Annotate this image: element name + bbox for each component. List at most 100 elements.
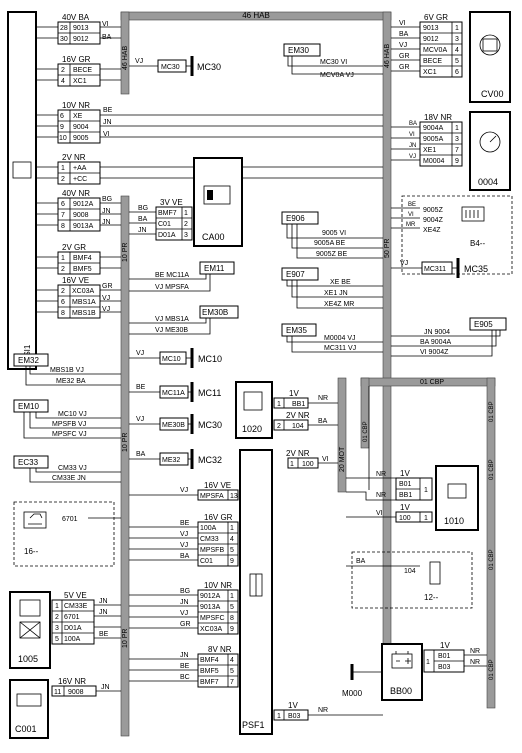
svg-text:4: 4 xyxy=(230,657,234,664)
switch-icon xyxy=(19,599,41,617)
mc30-top-group: VJ MC30 MC30 xyxy=(129,56,221,76)
r1020-label: 1020 xyxy=(242,424,262,434)
svg-text:MBS1A: MBS1A xyxy=(72,299,96,306)
c001-box xyxy=(9,679,49,739)
svg-text:1: 1 xyxy=(277,401,281,408)
bb00-label: BB00 xyxy=(390,686,412,696)
svg-text:VJ: VJ xyxy=(180,610,188,617)
svg-text:+AA: +AA xyxy=(73,165,87,172)
svg-text:4: 4 xyxy=(230,536,234,543)
svg-text:100: 100 xyxy=(399,515,411,522)
svg-text:10: 10 xyxy=(59,135,67,142)
svg-text:10V NR: 10V NR xyxy=(62,101,90,110)
cv00-label: CV00 xyxy=(481,89,504,99)
svg-text:VI 9004Z: VI 9004Z xyxy=(420,349,449,356)
svg-text:XC03A: XC03A xyxy=(200,626,223,633)
svg-text:2: 2 xyxy=(61,266,65,273)
svg-text:VJ: VJ xyxy=(180,531,188,538)
svg-text:1: 1 xyxy=(424,487,428,494)
c0004-group: 18V NR 9004A 9005A XE1 M0004 1 3 7 9 BA … xyxy=(391,111,511,191)
bsi-connector-7: 16V VE 2 6 8 XC03A MBS1A MBS1B GR VJ VJ xyxy=(36,276,121,319)
svg-text:NR: NR xyxy=(376,492,386,499)
svg-text:8V NR: 8V NR xyxy=(208,645,232,654)
svg-text:16V VE: 16V VE xyxy=(62,276,89,285)
svg-text:16V VE: 16V VE xyxy=(204,481,231,490)
svg-text:NR: NR xyxy=(470,648,480,655)
ec33-group: EC33 CM33 VJ CM33E JN xyxy=(13,455,121,483)
svg-text:9013: 9013 xyxy=(423,25,439,32)
svg-text:8: 8 xyxy=(61,223,65,230)
svg-text:GR: GR xyxy=(399,64,410,71)
bus-top-label: 46 HAB xyxy=(242,11,270,20)
em35-label: EM35 xyxy=(286,326,307,335)
svg-text:2: 2 xyxy=(61,67,65,74)
bus-mid-left-label: 10 PR xyxy=(122,243,129,262)
svg-text:2V NR: 2V NR xyxy=(62,153,86,162)
e905-group: E905 JN 9004 BA 9004A VI 9004Z xyxy=(391,317,507,357)
em32-label: EM32 xyxy=(18,356,39,365)
svg-text:BECE: BECE xyxy=(73,67,92,74)
svg-text:JN: JN xyxy=(102,219,111,226)
svg-text:MPSFC VJ: MPSFC VJ xyxy=(52,431,87,438)
svg-text:BA: BA xyxy=(318,418,328,425)
mot-group: 2V NR 1 100 VI xyxy=(286,449,338,469)
svg-text:2: 2 xyxy=(184,221,188,228)
connector-icon xyxy=(479,34,501,56)
svg-text:VI: VI xyxy=(322,456,329,463)
svg-text:CM33E: CM33E xyxy=(64,603,88,610)
svg-text:VJ: VJ xyxy=(135,58,143,65)
svg-text:XE4Z MR: XE4Z MR xyxy=(324,301,354,308)
svg-text:VI: VI xyxy=(376,510,383,517)
svg-text:XC1: XC1 xyxy=(423,69,437,76)
svg-text:BB1: BB1 xyxy=(292,401,305,408)
svg-text:MC11A: MC11A xyxy=(162,390,185,397)
bsi-connector-3: 10V NR 6 9 10 XE 9004 9005 BE JN VI xyxy=(36,101,383,144)
svg-text:VJ: VJ xyxy=(180,487,188,494)
svg-text:GR: GR xyxy=(399,53,410,60)
svg-text:JN: JN xyxy=(101,684,110,691)
c1005-group: 1005 5V VE 1 2 3 5 CM33E 6701 D01A 100A … xyxy=(9,591,121,669)
svg-text:BA: BA xyxy=(136,451,146,458)
svg-text:BE: BE xyxy=(99,631,109,638)
svg-text:1V: 1V xyxy=(440,641,450,650)
battery-icon xyxy=(391,653,413,669)
svg-text:BE: BE xyxy=(180,663,190,670)
bus-cbp-right xyxy=(486,377,496,709)
svg-text:VJ MPSFA: VJ MPSFA xyxy=(155,284,189,291)
em30b-group: EM30B VJ MBS1A VJ ME30B xyxy=(129,305,239,335)
mc30-group: VJ ME30B MC30 xyxy=(129,414,222,434)
svg-text:JN: JN xyxy=(103,119,112,126)
svg-text:1V: 1V xyxy=(400,503,410,512)
svg-text:XE4Z: XE4Z xyxy=(423,227,441,234)
b4-label: B4-- xyxy=(470,239,485,248)
svg-text:3: 3 xyxy=(184,232,188,239)
svg-text:VJ: VJ xyxy=(399,42,407,49)
ca00-label: CA00 xyxy=(202,232,225,242)
svg-text:16V GR: 16V GR xyxy=(62,55,91,64)
svg-text:+CC: +CC xyxy=(73,176,87,183)
ca00-box xyxy=(193,157,243,247)
keypad-icon xyxy=(461,206,485,222)
svg-text:XC1: XC1 xyxy=(73,78,87,85)
svg-text:JN: JN xyxy=(99,609,108,616)
svg-text:XE: XE xyxy=(73,113,83,120)
em32-group: EM32 MBS1B VJ ME32 BA xyxy=(13,353,121,386)
cv00-box xyxy=(469,11,511,103)
svg-text:BE: BE xyxy=(408,202,416,208)
svg-text:6: 6 xyxy=(60,113,64,120)
svg-text:NR: NR xyxy=(318,707,328,714)
bus-top-left-label: 46 HAB xyxy=(122,46,129,70)
svg-text:4: 4 xyxy=(455,47,459,54)
bsi1-box xyxy=(7,11,37,370)
bb00-box xyxy=(381,643,423,701)
svg-text:BMF4: BMF4 xyxy=(200,657,219,664)
e907-label: E907 xyxy=(286,270,305,279)
svg-text:1: 1 xyxy=(230,593,234,600)
svg-text:C01: C01 xyxy=(200,558,213,565)
bsi-c1-head: 40V BA xyxy=(62,13,90,22)
svg-text:9012A: 9012A xyxy=(200,593,221,600)
svg-text:13: 13 xyxy=(230,493,238,500)
svg-text:JN 9004: JN 9004 xyxy=(424,329,450,336)
svg-text:MC30 VI: MC30 VI xyxy=(320,59,347,66)
svg-text:VJ: VJ xyxy=(409,154,416,160)
